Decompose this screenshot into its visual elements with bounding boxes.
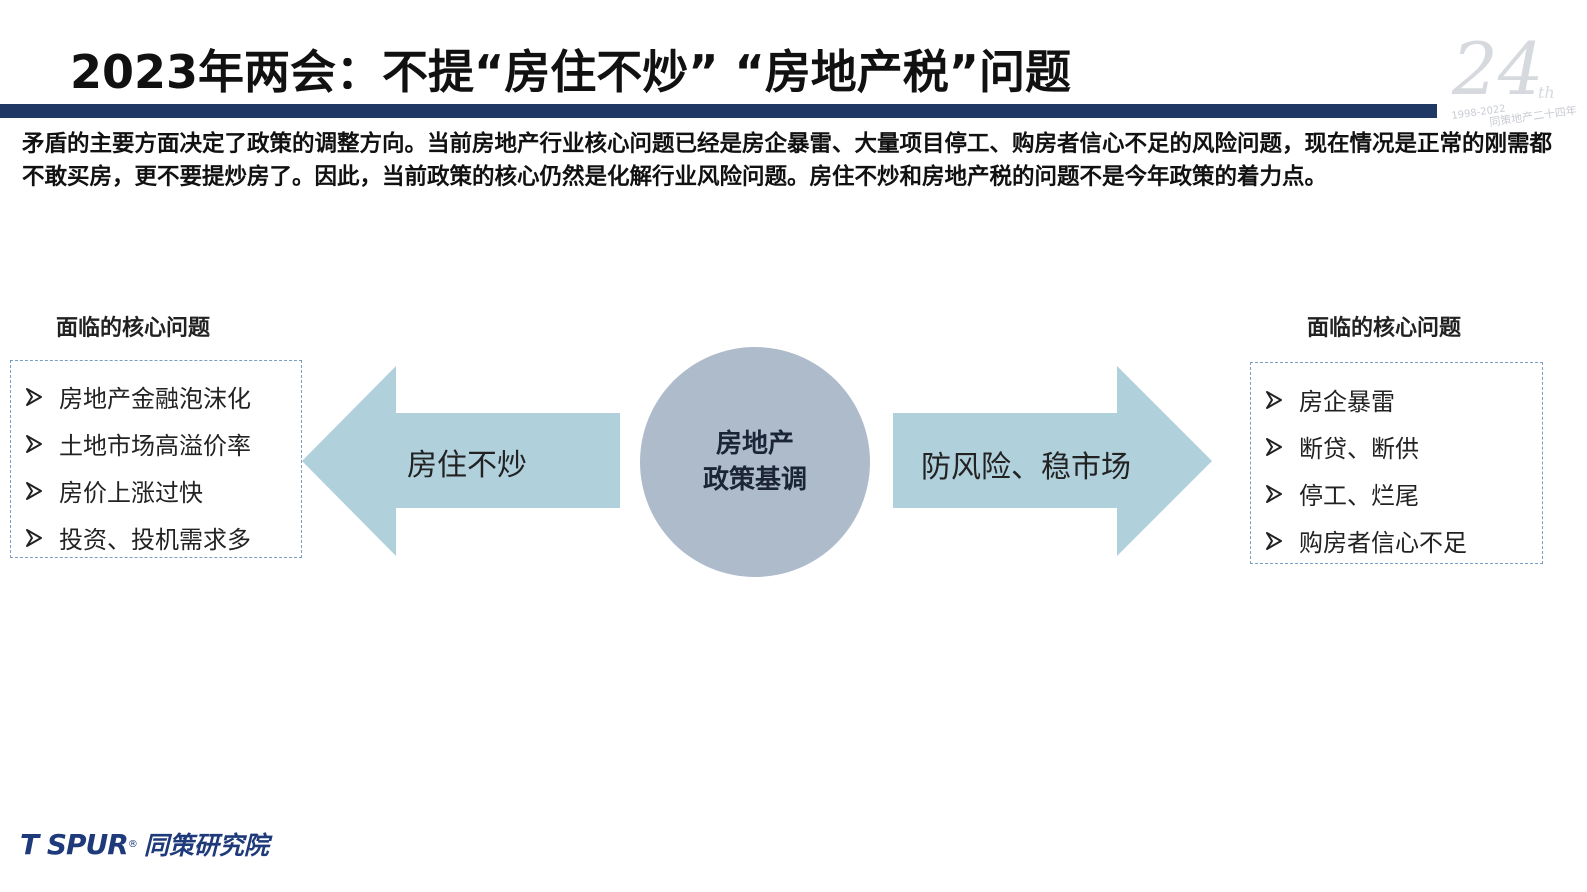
list-item-text: 房价上涨过快 xyxy=(59,479,203,507)
list-item-text: 土地市场高溢价率 xyxy=(59,432,251,460)
center-line-2: 政策基调 xyxy=(702,465,807,495)
list-item: 停工、烂尾 xyxy=(1265,470,1542,517)
title-underline-bar xyxy=(0,104,1437,118)
list-item-text: 断贷、断供 xyxy=(1299,435,1419,463)
list-item: 购房者信心不足 xyxy=(1265,517,1542,564)
logo-english: T SPUR xyxy=(20,827,129,861)
left-arrow-shape xyxy=(302,366,620,556)
arrow-bullet-icon xyxy=(1266,531,1282,550)
left-issues-box: 房地产金融泡沫化 土地市场高溢价率 房价上涨过快 投资、投机需求多 xyxy=(10,360,302,558)
list-item: 断贷、断供 xyxy=(1265,423,1542,470)
center-line-1: 房地产 xyxy=(715,429,794,459)
list-item-text: 购房者信心不足 xyxy=(1299,529,1467,557)
right-issues-box: 房企暴雷 断贷、断供 停工、烂尾 购房者信心不足 xyxy=(1250,362,1543,564)
list-item: 土地市场高溢价率 xyxy=(25,420,301,467)
list-item-text: 停工、烂尾 xyxy=(1299,482,1419,510)
left-panel-heading: 面临的核心问题 xyxy=(56,316,211,341)
arrow-bullet-icon xyxy=(26,434,42,453)
intro-paragraph: 矛盾的主要方面决定了政策的调整方向。当前房地产行业核心问题已经是房企暴雷、大量项… xyxy=(22,131,1553,190)
list-item-text: 房企暴雷 xyxy=(1299,388,1395,416)
right-arrow-label: 防风险、稳市场 xyxy=(921,450,1131,485)
watermark-suffix: th xyxy=(1538,83,1555,102)
left-issues-list: 房地产金融泡沫化 土地市场高溢价率 房价上涨过快 投资、投机需求多 xyxy=(11,373,301,561)
brand-logo: T SPUR ® 同策研究院 xyxy=(20,826,269,862)
list-item: 投资、投机需求多 xyxy=(25,514,301,561)
arrow-bullet-icon xyxy=(1266,390,1282,409)
logo-chinese: 同策研究院 xyxy=(143,831,269,860)
list-item: 房企暴雷 xyxy=(1265,376,1542,423)
arrow-bullet-icon xyxy=(1266,437,1282,456)
arrow-bullet-icon xyxy=(26,528,42,547)
right-arrow-shape xyxy=(893,366,1212,556)
anniversary-watermark: 24 th 1998-2022 同策地产二十四年 xyxy=(1451,27,1578,129)
center-policy-circle: 房地产 政策基调 xyxy=(640,347,870,577)
list-item-text: 房地产金融泡沫化 xyxy=(59,385,251,413)
list-item: 房价上涨过快 xyxy=(25,467,301,514)
right-issues-list: 房企暴雷 断贷、断供 停工、烂尾 购房者信心不足 xyxy=(1251,376,1542,564)
right-panel-heading: 面临的核心问题 xyxy=(1307,316,1462,341)
left-arrow-label: 房住不炒 xyxy=(407,448,527,483)
page-title: 2023年两会：不提“房住不炒” “房地产税”问题 xyxy=(70,45,1071,99)
arrow-bullet-icon xyxy=(26,387,42,406)
arrow-bullet-icon xyxy=(26,481,42,500)
list-item-text: 投资、投机需求多 xyxy=(59,526,251,554)
watermark-number: 24 xyxy=(1451,27,1544,111)
list-item: 房地产金融泡沫化 xyxy=(25,373,301,420)
logo-registered-mark: ® xyxy=(127,838,138,850)
arrow-bullet-icon xyxy=(1266,484,1282,503)
